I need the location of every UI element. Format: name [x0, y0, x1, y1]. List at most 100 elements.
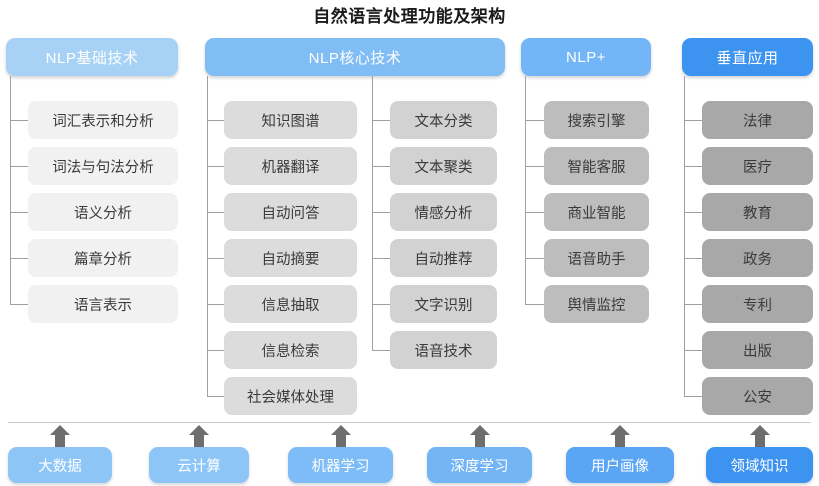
foundation-box[interactable]: 领域知识: [706, 447, 813, 483]
connector-branch: [10, 166, 28, 167]
connector-branch: [207, 304, 224, 305]
leaf-label: 出版: [743, 343, 772, 360]
connector-branch: [372, 166, 390, 167]
leaf-label: 专利: [743, 297, 772, 314]
leaf-box[interactable]: 出版: [702, 331, 813, 369]
connector-branch: [207, 212, 224, 213]
leaf-box[interactable]: 词汇表示和分析: [28, 101, 178, 139]
connector-branch: [372, 304, 390, 305]
leaf-label: 搜索引擎: [567, 113, 626, 130]
group-header-nlp-core[interactable]: NLP核心技术: [205, 38, 505, 76]
foundation-box[interactable]: 云计算: [149, 447, 249, 483]
leaf-label: 知识图谱: [261, 113, 320, 130]
foundation-label: 深度学习: [450, 458, 509, 475]
leaf-label: 文字识别: [414, 297, 473, 314]
connector-trunk-plus: [525, 76, 526, 304]
leaf-box[interactable]: 社会媒体处理: [224, 377, 357, 415]
leaf-box[interactable]: 法律: [702, 101, 813, 139]
leaf-box[interactable]: 舆情监控: [544, 285, 649, 323]
leaf-box[interactable]: 信息检索: [224, 331, 357, 369]
leaf-label: 语音助手: [567, 251, 626, 268]
leaf-label: 词汇表示和分析: [52, 113, 154, 130]
leaf-box[interactable]: 自动推荐: [390, 239, 497, 277]
leaf-box[interactable]: 情感分析: [390, 193, 497, 231]
leaf-label: 智能客服: [567, 159, 626, 176]
leaf-box[interactable]: 专利: [702, 285, 813, 323]
up-arrow-icon: [49, 424, 71, 448]
group-header-nlp-basic[interactable]: NLP基础技术: [6, 38, 178, 76]
connector-branch: [207, 166, 224, 167]
connector-branch: [207, 396, 224, 397]
leaf-box[interactable]: 医疗: [702, 147, 813, 185]
leaf-label: 语义分析: [74, 205, 132, 222]
leaf-label: 篇章分析: [74, 251, 132, 268]
leaf-label: 医疗: [743, 159, 772, 176]
leaf-box[interactable]: 搜索引擎: [544, 101, 649, 139]
connector-branch: [10, 258, 28, 259]
foundation-label: 大数据: [38, 458, 82, 475]
group-header-label: NLP核心技术: [308, 49, 402, 67]
leaf-label: 机器翻译: [261, 159, 320, 176]
up-arrow-icon: [609, 424, 631, 448]
connector-branch: [10, 212, 28, 213]
foundation-box[interactable]: 大数据: [8, 447, 112, 483]
leaf-label: 法律: [743, 113, 772, 130]
leaf-box[interactable]: 文本聚类: [390, 147, 497, 185]
leaf-label: 舆情监控: [567, 297, 626, 314]
connector-branch: [10, 120, 28, 121]
foundation-label: 领域知识: [730, 458, 789, 475]
connector-branch: [10, 304, 28, 305]
foundation-box[interactable]: 用户画像: [566, 447, 674, 483]
connector-trunk-core-left: [207, 76, 208, 396]
leaf-box[interactable]: 语音助手: [544, 239, 649, 277]
connector-branch: [525, 166, 544, 167]
connector-branch: [684, 396, 702, 397]
foundation-box[interactable]: 机器学习: [288, 447, 393, 483]
leaf-label: 自动推荐: [414, 251, 473, 268]
connector-trunk-basic: [10, 76, 11, 304]
leaf-box[interactable]: 商业智能: [544, 193, 649, 231]
leaf-label: 语音技术: [414, 343, 473, 360]
leaf-box[interactable]: 公安: [702, 377, 813, 415]
leaf-box[interactable]: 语音技术: [390, 331, 497, 369]
leaf-label: 商业智能: [567, 205, 626, 222]
connector-branch: [684, 304, 702, 305]
leaf-label: 语言表示: [74, 297, 132, 314]
leaf-box[interactable]: 智能客服: [544, 147, 649, 185]
foundation-box[interactable]: 深度学习: [427, 447, 532, 483]
group-header-label: NLP+: [566, 48, 606, 66]
leaf-box[interactable]: 词法与句法分析: [28, 147, 178, 185]
leaf-box[interactable]: 知识图谱: [224, 101, 357, 139]
group-header-label: NLP基础技术: [45, 49, 139, 67]
connector-branch: [684, 350, 702, 351]
leaf-box[interactable]: 文字识别: [390, 285, 497, 323]
leaf-box[interactable]: 文本分类: [390, 101, 497, 139]
connector-branch: [525, 212, 544, 213]
leaf-box[interactable]: 自动问答: [224, 193, 357, 231]
connector-branch: [684, 120, 702, 121]
leaf-box[interactable]: 信息抽取: [224, 285, 357, 323]
leaf-label: 自动问答: [261, 205, 320, 222]
leaf-label: 文本聚类: [414, 159, 473, 176]
up-arrow-icon: [749, 424, 771, 448]
leaf-label: 情感分析: [414, 205, 473, 222]
group-header-nlp-plus[interactable]: NLP+: [521, 38, 651, 76]
connector-branch: [684, 212, 702, 213]
up-arrow-icon: [330, 424, 352, 448]
leaf-label: 教育: [743, 205, 772, 222]
leaf-box[interactable]: 政务: [702, 239, 813, 277]
leaf-label: 词法与句法分析: [52, 159, 154, 176]
connector-trunk-core-right: [372, 76, 373, 350]
leaf-box[interactable]: 教育: [702, 193, 813, 231]
leaf-box[interactable]: 语言表示: [28, 285, 178, 323]
up-arrow-icon: [188, 424, 210, 448]
leaf-box[interactable]: 机器翻译: [224, 147, 357, 185]
leaf-label: 自动摘要: [261, 251, 320, 268]
leaf-box[interactable]: 语义分析: [28, 193, 178, 231]
leaf-box[interactable]: 篇章分析: [28, 239, 178, 277]
connector-branch: [525, 120, 544, 121]
group-header-vertical-apps[interactable]: 垂直应用: [682, 38, 813, 76]
foundation-label: 用户画像: [591, 458, 649, 475]
leaf-label: 公安: [743, 389, 772, 406]
leaf-box[interactable]: 自动摘要: [224, 239, 357, 277]
